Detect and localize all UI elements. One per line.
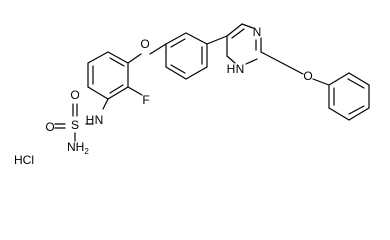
- ring-imidazole: [226, 23, 262, 65]
- hydrochloride-label: HCl: [14, 153, 34, 167]
- imidazole-nitrogen-label: N: [253, 25, 262, 39]
- chemical-structure: O F N H S O O NH2 N N H O HCl: [14, 23, 370, 167]
- amino-group-label: NH2: [67, 140, 89, 156]
- sulfonamide-nitrogen-label: N: [95, 113, 104, 127]
- imidazole-nh-hydrogen-label: H: [227, 62, 236, 76]
- ring-fluorophenyl: [87, 51, 129, 100]
- fluorine-label: F: [142, 93, 149, 107]
- sulfonamide-hydrogen-label: H: [86, 113, 95, 127]
- ether-oxygen-label: O: [140, 37, 149, 51]
- imidazole-nh-nitrogen-label: N: [236, 62, 245, 76]
- sulfonyl-oxygen-top-label: O: [70, 88, 79, 102]
- ring-central-phenyl: [165, 32, 208, 80]
- amino-nh-text: NH: [67, 140, 84, 154]
- phenoxy-oxygen-label: O: [303, 69, 312, 83]
- linker-bonds: [54, 35, 330, 142]
- sulfur-label: S: [71, 118, 79, 132]
- ring-phenoxy: [328, 72, 370, 121]
- atom-labels: O F N H S O O NH2 N N H O HCl: [14, 25, 313, 167]
- sulfonyl-oxygen-left-label: O: [45, 120, 54, 134]
- amino-subscript: 2: [84, 147, 89, 156]
